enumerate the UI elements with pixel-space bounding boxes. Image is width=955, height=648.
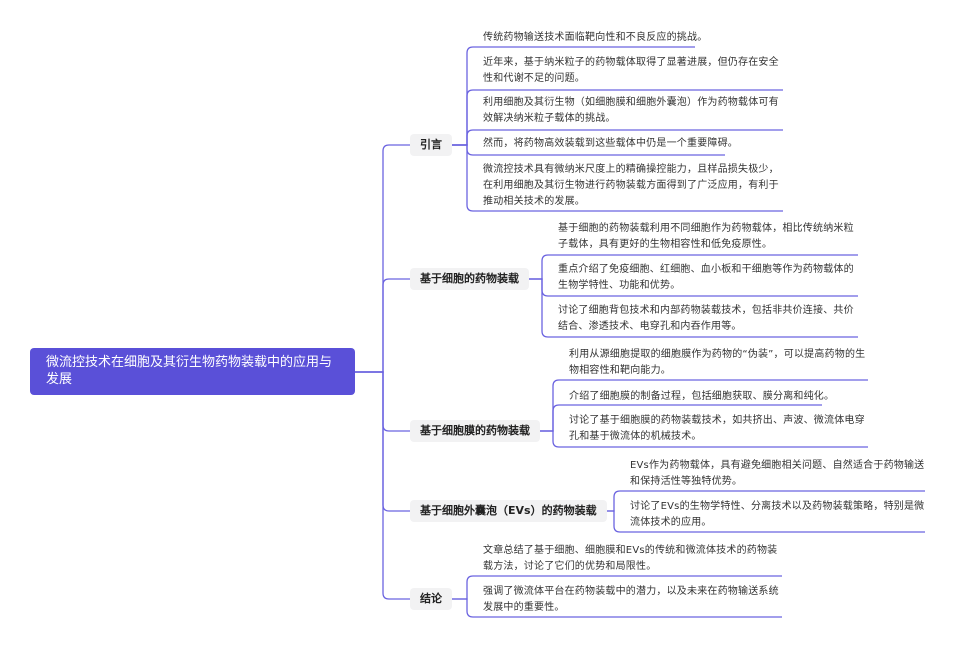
- leaf-connector: [452, 89, 783, 146]
- leaf-node[interactable]: 文章总结了基于细胞、细胞膜和EVs的传统和微流体技术的药物装载方法，讨论了它们的…: [483, 545, 778, 572]
- leaf-connector: [452, 46, 695, 146]
- leaf-connector: [452, 129, 783, 146]
- branch-label: 基于细胞膜的药物装载: [420, 424, 530, 437]
- leaf-node[interactable]: 然而，将药物高效装载到这些载体中仍是一个重要障碍。: [483, 138, 738, 149]
- leaf-connector: [538, 404, 822, 432]
- leaf-connector: [600, 510, 925, 533]
- leaf-connector: [452, 144, 783, 212]
- leaf-node[interactable]: 讨论了细胞背包技术和内部药物装载技术，包括非共价连接、共价结合、渗透技术、电穿孔…: [558, 305, 854, 332]
- branch-label: 引言: [420, 138, 442, 151]
- leaf-connector: [452, 575, 782, 600]
- leaf-node[interactable]: EVs作为药物载体，具有避免细胞相关问题、自然适合于药物输送和保持活性等独特优势…: [630, 460, 925, 487]
- root-connector: [355, 278, 410, 373]
- leaf-node[interactable]: 微流控技术具有微纳米尺度上的精确操控能力，且样品损失极少，在利用细胞及其衍生物进…: [483, 164, 779, 207]
- leaf-node[interactable]: 讨论了EVs的生物学特性、分离技术以及药物装载策略，特别是微流体技术的应用。: [630, 501, 925, 528]
- branch-cell-loading[interactable]: 基于细胞的药物装载: [410, 268, 529, 290]
- root-connector: [355, 371, 410, 600]
- root-title: 微流控技术在细胞及其衍生物药物装载中的应用与发展: [46, 355, 333, 387]
- leaf-node[interactable]: 基于细胞的药物装载利用不同细胞作为药物载体，相比传统纳米粒子载体，具有更好的生物…: [558, 223, 854, 250]
- leaf-node[interactable]: 强调了微流体平台在药物装载中的潜力，以及未来在药物输送系统发展中的重要性。: [483, 586, 779, 613]
- leaf-connector: [527, 254, 858, 280]
- branch-label: 结论: [420, 592, 442, 605]
- branch-label: 基于细胞的药物装载: [420, 272, 519, 285]
- leaf-connector: [538, 430, 868, 448]
- branch-evs-loading[interactable]: 基于细胞外囊泡（EVs）的药物装载: [410, 500, 607, 522]
- leaf-node[interactable]: 利用细胞及其衍生物（如细胞膜和细胞外囊泡）作为药物载体可有效解决纳米粒子载体的挑…: [483, 97, 779, 124]
- branch-label: 基于细胞外囊泡（EVs）的药物装载: [420, 504, 597, 517]
- leaf-connector: [538, 379, 868, 432]
- leaf-node[interactable]: 近年来，基于纳米粒子的药物载体取得了显著进展，但仍存在安全性和代谢不足的问题。: [483, 57, 779, 84]
- leaf-node[interactable]: 介绍了细胞膜的制备过程，包括细胞获取、膜分离和纯化。: [569, 391, 835, 402]
- leaf-node[interactable]: 利用从源细胞提取的细胞膜作为药物的“伪装”，可以提高药物的生物相容性和靶向能力。: [569, 349, 866, 376]
- root-node[interactable]: 微流控技术在细胞及其衍生物药物装载中的应用与发展: [30, 348, 355, 395]
- root-connector: [355, 144, 410, 373]
- leaf-node[interactable]: 重点介绍了免疫细胞、红细胞、血小板和干细胞等作为药物载体的生物学特性、功能和优势…: [558, 264, 854, 291]
- leaf-node[interactable]: 传统药物输送技术面临靶向性和不良反应的挑战。: [483, 32, 708, 43]
- branch-membrane-loading[interactable]: 基于细胞膜的药物装载: [410, 420, 540, 442]
- leaf-connector: [452, 598, 782, 618]
- branch-conclusion[interactable]: 结论: [410, 588, 452, 610]
- leaf-connector: [600, 490, 925, 512]
- leaf-node[interactable]: 讨论了基于细胞膜的药物装载技术，如共挤出、声波、微流体电穿孔和基于微流体的机械技…: [569, 415, 865, 442]
- branch-introduction[interactable]: 引言: [410, 134, 452, 156]
- leaf-connector: [527, 278, 858, 338]
